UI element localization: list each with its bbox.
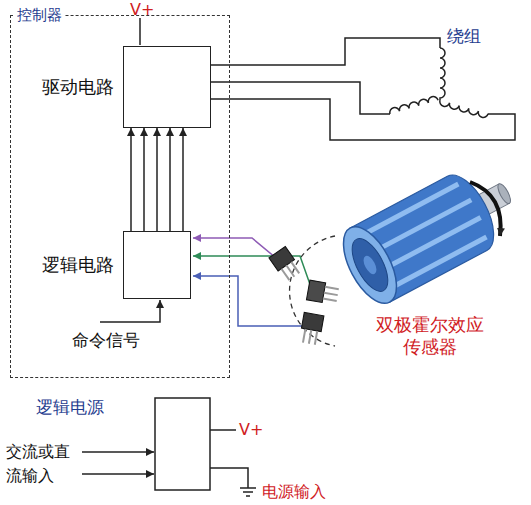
input-wire bbox=[82, 451, 154, 453]
sensor-wire bbox=[193, 276, 304, 326]
motor-face bbox=[333, 219, 408, 312]
control-signal-arrow bbox=[169, 128, 171, 231]
supply-wire bbox=[139, 18, 141, 45]
sensor-wire bbox=[193, 256, 312, 290]
control-signal-arrow bbox=[130, 128, 132, 231]
sensor-label: 双极霍尔效应 传感器 bbox=[372, 314, 487, 358]
coil bbox=[439, 100, 488, 119]
control-signal-arrow bbox=[143, 128, 145, 231]
rotor bbox=[345, 233, 395, 296]
motor-illustration bbox=[333, 155, 528, 312]
output-wire bbox=[210, 429, 236, 431]
input-label: 交流或直 流输入 bbox=[6, 440, 73, 488]
supply-voltage-label: V+ bbox=[130, 0, 154, 20]
group-heading: 控制器 bbox=[14, 5, 65, 25]
control-signal-arrow bbox=[182, 128, 184, 231]
box-title: 逻辑电路 bbox=[42, 254, 114, 276]
coil bbox=[389, 95, 438, 114]
phase-wire bbox=[210, 99, 515, 140]
logic-circuit-box: 逻辑电路 bbox=[123, 231, 191, 299]
command-wire bbox=[100, 300, 160, 322]
hall-sensor bbox=[306, 280, 339, 305]
sensor-wire bbox=[193, 238, 276, 258]
controller-box: 控制器驱动电路逻辑电路 bbox=[10, 15, 230, 378]
sensor-ring bbox=[290, 236, 335, 346]
ground-symbol bbox=[240, 488, 256, 496]
phase-wire bbox=[210, 38, 440, 65]
input-wire bbox=[82, 473, 154, 475]
hall-sensor bbox=[299, 312, 324, 345]
box-title: 驱动电路 bbox=[42, 76, 114, 98]
power-supply-box bbox=[155, 398, 210, 490]
power-supply-label: 逻辑电源 bbox=[36, 397, 104, 417]
drive-circuit-box: 驱动电路 bbox=[123, 46, 211, 128]
phase-wires bbox=[210, 38, 515, 140]
phase-wire bbox=[210, 82, 390, 114]
ground-wire bbox=[210, 468, 248, 488]
coil bbox=[440, 48, 445, 100]
winding-label: 绕组 bbox=[447, 26, 481, 46]
rotation-arrow bbox=[470, 182, 501, 236]
supply-voltage-label: V+ bbox=[239, 420, 263, 440]
winding-symbol bbox=[389, 48, 488, 119]
control-signal-arrow bbox=[156, 128, 158, 231]
signal-label: 命令信号 bbox=[72, 330, 140, 350]
hall-sensor bbox=[269, 246, 303, 282]
power-input-label: 电源输入 bbox=[262, 482, 326, 502]
